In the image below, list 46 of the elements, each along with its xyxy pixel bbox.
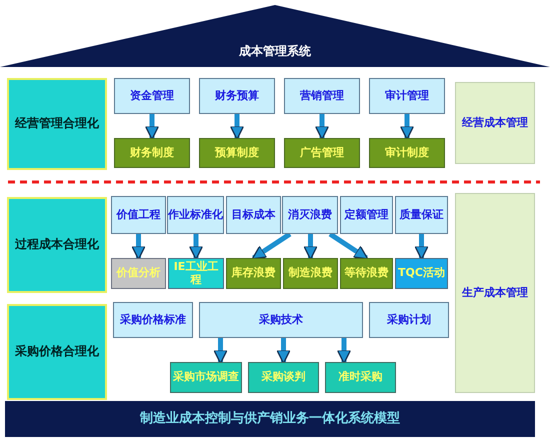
summary-box: 生产成本管理 (455, 193, 535, 393)
process-box: 消灭浪费 (282, 196, 338, 234)
arrow (230, 114, 244, 140)
process-box: 作业标准化 (167, 196, 224, 234)
process-box: 价值工程 (111, 196, 166, 234)
result-box: IE工业工程 (168, 258, 224, 289)
roof-banner: 成本管理系统 (0, 5, 550, 67)
result-box: 准时采购 (325, 362, 396, 393)
arrow (213, 338, 228, 364)
arrow (131, 234, 146, 260)
category-box: 采购价格合理化 (7, 304, 107, 400)
result-box: TQC活动 (395, 258, 448, 289)
arrow (144, 114, 160, 140)
base-band: 制造业成本控制与供产销业务一体化系统模型 (5, 401, 535, 437)
arrow (400, 114, 414, 140)
process-box: 定额管理 (340, 196, 393, 234)
arrow (336, 338, 352, 364)
process-box: 采购技术 (199, 302, 363, 338)
result-box: 审计制度 (369, 138, 445, 168)
arrow (303, 234, 318, 260)
result-box: 广告管理 (284, 138, 360, 168)
arrow (276, 338, 291, 364)
process-box: 采购计划 (369, 302, 449, 338)
category-box: 经营管理合理化 (7, 78, 107, 170)
summary-box: 经营成本管理 (455, 82, 535, 164)
result-box: 采购谈判 (248, 362, 319, 393)
result-box: 制造浪费 (283, 258, 338, 289)
process-box: 审计管理 (369, 78, 445, 114)
arrow (328, 232, 368, 260)
process-box: 营销管理 (284, 78, 360, 114)
process-box: 财务预算 (199, 78, 275, 114)
arrow (314, 114, 330, 140)
result-box: 预算制度 (199, 138, 275, 168)
result-box: 库存浪费 (226, 258, 281, 289)
process-box: 质量保证 (395, 196, 448, 234)
arrow (188, 234, 204, 260)
process-box: 目标成本 (226, 196, 281, 234)
result-box: 财务制度 (114, 138, 190, 168)
category-box: 过程成本合理化 (7, 197, 107, 293)
arrow (252, 232, 292, 260)
process-box: 采购价格标准 (113, 302, 193, 338)
result-box: 等待浪费 (340, 258, 393, 289)
arrow (414, 234, 429, 260)
result-box: 采购市场调查 (170, 362, 242, 393)
result-box: 价值分析 (111, 258, 166, 289)
process-box: 资金管理 (114, 78, 190, 114)
